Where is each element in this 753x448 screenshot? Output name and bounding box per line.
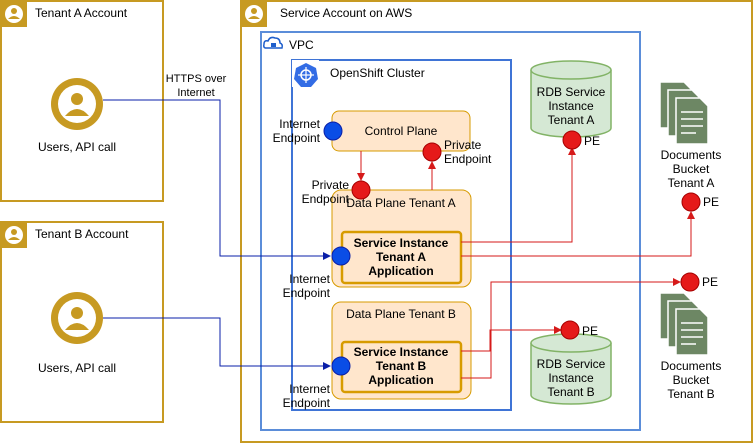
rdb-b-line2: Instance [548,371,594,385]
documents-icon [659,81,709,145]
docs-b-private-endpoint: PE [680,272,718,292]
control-plane-title: Control Plane [365,124,438,138]
tenant-b-user-label: Users, API call [38,361,116,375]
dpa-private-endpoint-line1: Private [312,178,350,192]
service-b-internet-endpoint: Internet Endpoint [283,356,351,410]
cp-private-endpoint-line2: Endpoint [444,152,492,166]
docs-b-line2: Bucket [673,373,710,387]
rdb-service-tenant-b: RDB Service Instance Tenant B [530,333,612,405]
data-plane-tenant-a: Data Plane Tenant A Service Instance Ten… [331,189,472,288]
cp-private-endpoint-line1: Private [444,138,482,152]
service-account-title: Service Account on AWS [280,6,412,20]
rdb-a-line1: RDB Service [537,85,606,99]
service-instance-a-line2: Tenant A [376,250,426,264]
docs-a-line2: Bucket [673,162,710,176]
rdb-b-line1: RDB Service [537,357,606,371]
service-a-to-rdb-a-connector [461,147,576,243]
rdb-b-line3: Tenant B [547,385,594,399]
https-label-line2: Internet [177,87,214,99]
openshift-cluster: OpenShift Cluster [291,59,512,411]
dpa-private-endpoint-line2: Endpoint [302,192,350,206]
documents-bucket-tenant-a: Documents Bucket Tenant A [659,81,722,190]
https-connector-tenant-a [103,99,331,260]
control-plane-private-endpoint: Private Endpoint [422,138,492,166]
tenant-b-account: Tenant B Account Users, API call [0,221,164,423]
service-a-to-docs-a-connector [461,211,695,257]
sb-internet-endpoint-line1: Internet [289,382,330,396]
sa-internet-endpoint-line1: Internet [289,272,330,286]
cp-internet-endpoint-line2: Endpoint [273,131,321,145]
data-plane-a-private-endpoint: Private Endpoint [302,178,371,206]
docs-a-private-endpoint: PE [681,192,719,212]
service-b-to-docs-b-connector [461,278,681,379]
cluster-title: OpenShift Cluster [330,66,425,80]
vpc-title: VPC [289,38,314,52]
account-icon [1,1,27,27]
sa-internet-endpoint-line2: Endpoint [283,286,331,300]
docs-b-line1: Documents [661,359,722,373]
docs-a-line1: Documents [661,148,722,162]
rdb-a-pe-label: PE [584,134,600,148]
cp-internet-endpoint-line1: Internet [279,117,320,131]
tenant-a-account: Tenant A Account Users, API call [0,0,164,202]
service-instance-b-line2: Tenant B [376,359,427,373]
rdb-a-line2: Instance [548,99,594,113]
documents-bucket-tenant-b: Documents Bucket Tenant B [659,292,722,401]
rdb-service-tenant-a: RDB Service Instance Tenant A [530,60,612,138]
https-connector-tenant-b [103,317,331,370]
rdb-a-line3: Tenant A [548,113,595,127]
service-a-internet-endpoint: Internet Endpoint [283,246,351,300]
docs-a-line3: Tenant A [668,176,715,190]
account-icon [241,1,267,27]
control-plane: Control Plane [331,110,471,152]
tenant-a-account-title: Tenant A Account [35,6,128,20]
vpc: VPC [260,31,641,431]
openshift-helm-icon [292,60,319,87]
https-label-line1: HTTPS over [166,73,227,85]
service-instance-b-line1: Service Instance [354,345,449,359]
rdb-a-private-endpoint: PE [562,130,600,150]
data-plane-b-title: Data Plane Tenant B [346,307,456,321]
tenant-b-account-title: Tenant B Account [35,227,129,241]
rdb-b-pe-label: PE [582,324,598,338]
user-icon [51,292,103,344]
tenant-a-user-label: Users, API call [38,140,116,154]
docs-b-pe-label: PE [702,275,718,289]
rdb-b-private-endpoint: PE [560,320,598,340]
data-plane-a-title: Data Plane Tenant A [346,196,455,210]
control-plane-internet-endpoint: Internet Endpoint [273,117,343,145]
data-plane-tenant-b: Data Plane Tenant B Service Instance Ten… [331,301,472,400]
service-b-to-rdb-b-connector [461,326,562,352]
docs-b-line3: Tenant B [667,387,714,401]
user-icon [51,78,103,130]
vpc-icon [262,33,284,53]
service-instance-a-line3: Application [368,264,433,278]
documents-icon [659,292,709,356]
sb-internet-endpoint-line2: Endpoint [283,396,331,410]
account-icon [1,222,27,248]
service-instance-b-line3: Application [368,373,433,387]
docs-a-pe-label: PE [703,195,719,209]
service-instance-a-line1: Service Instance [354,236,449,250]
